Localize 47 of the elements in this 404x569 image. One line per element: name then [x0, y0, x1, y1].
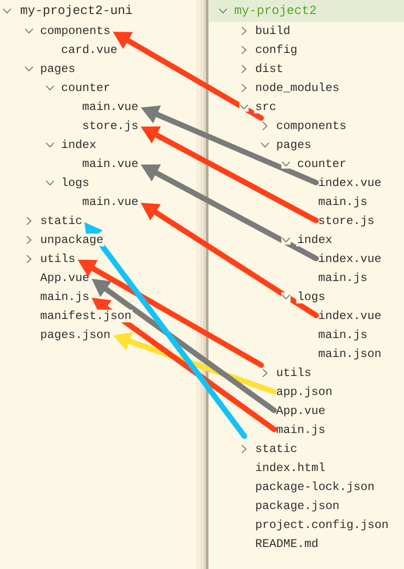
- file-name: app.json: [276, 386, 332, 398]
- file-name: store.js: [83, 120, 138, 132]
- file-name: index.vue: [319, 178, 381, 186]
- folder-name: config: [254, 44, 298, 56]
- folder-name: index: [60, 138, 98, 152]
- file-name: main.vue: [82, 102, 138, 110]
- selected-folder-row: my-project2: [209, 0, 404, 22]
- folder-name: utils: [277, 368, 310, 376]
- folder-name: src: [254, 100, 278, 114]
- folder-name: counter: [60, 82, 112, 94]
- file-name: package-lock.json: [254, 480, 376, 494]
- folder-name: components: [276, 121, 346, 132]
- file-name: card.vue: [60, 44, 118, 56]
- file-name: main.js: [40, 292, 88, 302]
- file-name: App.vue: [40, 273, 89, 284]
- folder-name: dist: [254, 62, 284, 76]
- folder-name: build: [254, 24, 292, 38]
- file-name: index.vue: [319, 254, 381, 262]
- file-name: project.config.json: [254, 518, 390, 532]
- file-name: main.js: [317, 196, 368, 208]
- folder-name: static: [256, 444, 296, 452]
- file-name: main.js: [317, 328, 368, 342]
- folder-name: static: [41, 216, 82, 224]
- file-name: pages.json: [41, 330, 110, 340]
- file-name: main.js: [276, 424, 324, 436]
- file-name: package.json: [254, 500, 340, 512]
- file-name: index.vue: [319, 310, 381, 320]
- folder-name: utils: [41, 254, 74, 262]
- folder-name: my-project2-uni: [19, 4, 134, 18]
- folder-name: logs: [296, 290, 326, 304]
- file-name: main.json: [317, 348, 382, 360]
- file-name: main.js: [317, 272, 368, 284]
- folder-name: pages: [39, 62, 76, 76]
- file-name: manifest.json: [39, 310, 132, 322]
- file-name: README.md: [254, 538, 320, 550]
- file-name: main.vue: [82, 158, 138, 168]
- folder-name: node_modules: [254, 82, 340, 94]
- file-name: index.html: [254, 462, 326, 474]
- folder-name: components: [40, 26, 110, 36]
- file-name: store.js: [319, 216, 374, 226]
- folder-name: unpackage: [39, 234, 104, 246]
- folder-name: index: [296, 234, 334, 246]
- folder-name: logs: [60, 176, 90, 190]
- file-name: App.vue: [276, 406, 325, 416]
- folder-name: counter: [296, 158, 348, 170]
- folder-name: pages: [275, 138, 312, 152]
- file-name: main.vue: [82, 196, 138, 206]
